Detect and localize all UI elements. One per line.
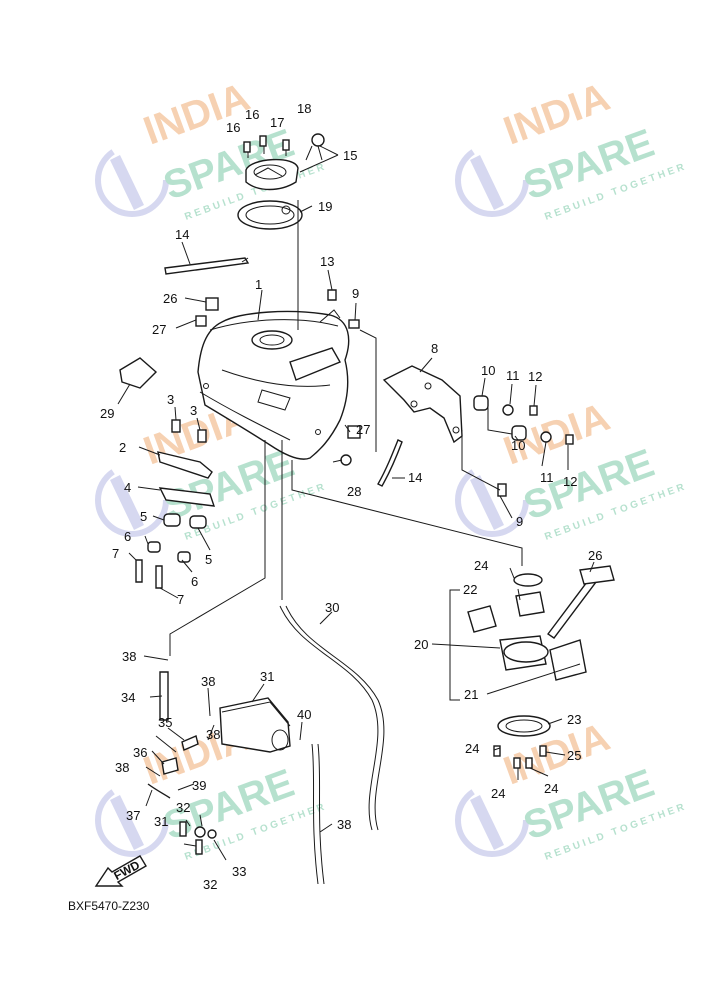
callout-label: 16 — [226, 120, 240, 135]
callout-numbers: 1 2 3 3 4 5 5 6 6 7 7 8 9 9 10 10 11 11 … — [100, 101, 602, 892]
callout-label: 6 — [191, 574, 198, 589]
callout-label: 39 — [192, 778, 206, 793]
wrench-icon — [470, 795, 504, 850]
callout-label: 38 — [122, 649, 136, 664]
callout-label: 26 — [588, 548, 602, 563]
callout-label: 38 — [115, 760, 129, 775]
callout-label: 30 — [325, 600, 339, 615]
callout-label: 26 — [163, 291, 177, 306]
callout-label: 34 — [121, 690, 135, 705]
callout-label: 32 — [176, 800, 190, 815]
callout-label: 3 — [167, 392, 174, 407]
callout-label: 37 — [126, 808, 140, 823]
callout-label: 8 — [431, 341, 438, 356]
screws — [493, 745, 547, 769]
wrench-logo-icon — [95, 783, 169, 857]
callout-label: 4 — [124, 480, 131, 495]
mounting-bracket — [382, 365, 574, 445]
callout-label: 2 — [119, 440, 126, 455]
wrench-logo-icon — [455, 463, 529, 537]
callout-label: 23 — [567, 712, 581, 727]
small-hardware — [119, 289, 507, 497]
wrench-logo-icon — [455, 783, 529, 857]
callout-label: 38 — [201, 674, 215, 689]
wrench-logo-icon — [455, 143, 529, 217]
callout-label: 32 — [203, 877, 217, 892]
callout-label: 12 — [528, 369, 542, 384]
callout-label: 33 — [232, 864, 246, 879]
wrench-icon — [110, 155, 144, 210]
callout-label: 17 — [270, 115, 284, 130]
callout-label: 24 — [491, 786, 505, 801]
callout-label: 6 — [124, 529, 131, 544]
callout-label: 11 — [540, 470, 554, 485]
callout-label: 7 — [177, 592, 184, 607]
callout-label: 31 — [154, 814, 168, 829]
callout-label: 29 — [100, 406, 114, 421]
callout-label: 12 — [563, 474, 577, 489]
callout-label: 31 — [260, 669, 274, 684]
trim-strip — [164, 257, 403, 487]
fuel-pump-assembly — [467, 573, 587, 737]
callout-label: 11 — [506, 368, 520, 383]
callout-label: 38 — [337, 817, 351, 832]
fuel-cap-assembly — [243, 133, 325, 191]
callout-label: 14 — [408, 470, 422, 485]
callout-label: 15 — [343, 148, 357, 163]
wrench-logo-icon — [95, 143, 169, 217]
canister — [219, 697, 291, 753]
callout-label: 24 — [544, 781, 558, 796]
lower-brackets — [135, 419, 216, 589]
callout-label: 13 — [320, 254, 334, 269]
callout-label: 36 — [133, 745, 147, 760]
callout-label: 3 — [190, 403, 197, 418]
gasket — [237, 200, 303, 230]
callout-label: 25 — [567, 748, 581, 763]
callout-label: 7 — [112, 546, 119, 561]
callout-label: 5 — [140, 509, 147, 524]
callout-label: 10 — [511, 438, 525, 453]
callout-label: 1 — [255, 277, 262, 292]
callout-label: 10 — [481, 363, 495, 378]
hoses — [147, 605, 385, 885]
callout-label: 28 — [347, 484, 361, 499]
callout-label: 38 — [206, 727, 220, 742]
diagram-code: BXF5470-Z230 — [68, 899, 150, 913]
wrench-icon — [110, 475, 144, 530]
linkage-rod — [546, 565, 615, 639]
fwd-arrow-icon: FWD — [94, 855, 147, 887]
callout-label: 27 — [356, 422, 370, 437]
callout-label: 27 — [152, 322, 166, 337]
callout-label: 9 — [352, 286, 359, 301]
callout-label: 20 — [414, 637, 428, 652]
callout-label: 5 — [205, 552, 212, 567]
fuel-tank — [197, 309, 350, 460]
callout-label: 24 — [465, 741, 479, 756]
wrench-icon — [110, 795, 144, 850]
callout-label: 21 — [464, 687, 478, 702]
callout-label: 14 — [175, 227, 189, 242]
callout-label: 18 — [297, 101, 311, 116]
callout-label: 9 — [516, 514, 523, 529]
leader-lines — [117, 145, 595, 861]
wrench-icon — [470, 155, 504, 210]
callout-label: 16 — [245, 107, 259, 122]
callout-label: 24 — [474, 558, 488, 573]
callout-label: 22 — [463, 582, 477, 597]
callout-label: 19 — [318, 199, 332, 214]
wrench-icon — [470, 475, 504, 530]
callout-label: 35 — [158, 715, 172, 730]
callout-label: 40 — [297, 707, 311, 722]
